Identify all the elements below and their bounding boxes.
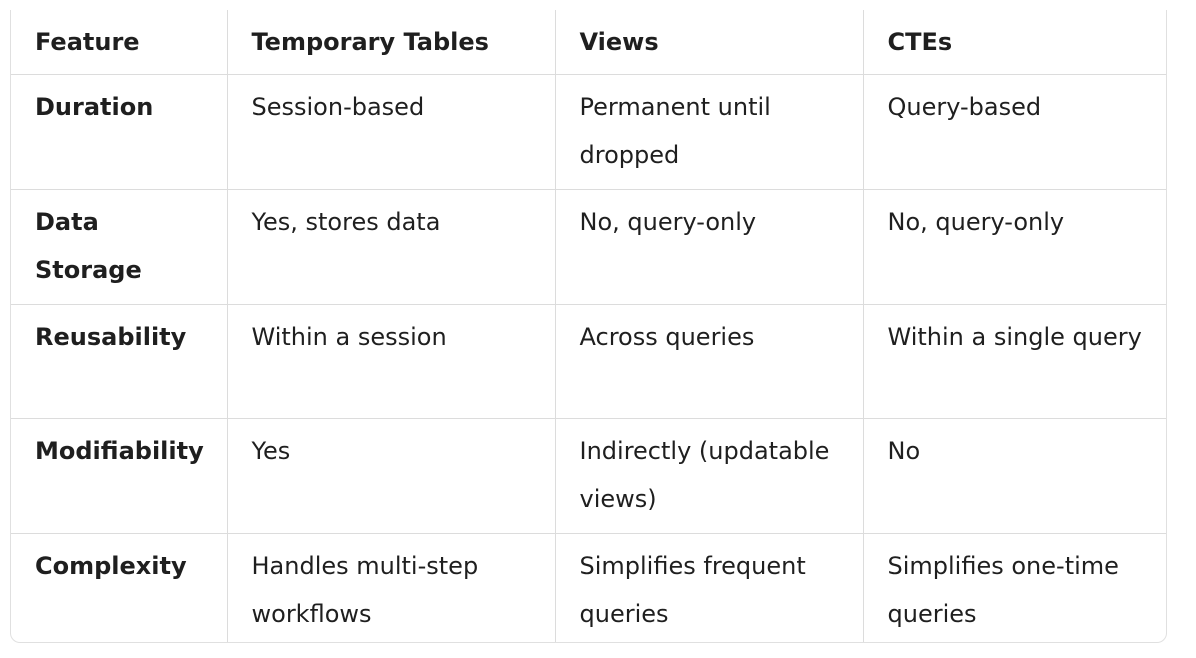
table-row: Data Storage Yes, stores data No, query-… bbox=[11, 189, 1166, 305]
table-row: Reusability Within a session Across quer… bbox=[11, 304, 1166, 419]
table-cell: Permanent until dropped bbox=[554, 74, 863, 190]
column-header: Feature bbox=[11, 10, 227, 75]
table-row: Duration Session-based Permanent until d… bbox=[11, 74, 1166, 190]
feature-cell: Reusability bbox=[11, 304, 227, 419]
table-cell: No bbox=[862, 418, 1166, 534]
table-cell: Session-based bbox=[226, 74, 555, 190]
table-cell: Yes, stores data bbox=[226, 189, 555, 305]
comparison-table: Feature Temporary Tables Views CTEs Dura… bbox=[11, 10, 1166, 642]
table-cell: Simplifies one-time queries bbox=[862, 533, 1166, 642]
table-row: Complexity Handles multi-step workflows … bbox=[11, 533, 1166, 642]
table-cell: Yes bbox=[226, 418, 555, 534]
feature-cell: Data Storage bbox=[11, 189, 227, 305]
table-cell: No, query-only bbox=[554, 189, 863, 305]
feature-cell: Complexity bbox=[35, 552, 187, 580]
column-header: CTEs bbox=[862, 10, 1166, 75]
comparison-table-container: Feature Temporary Tables Views CTEs Dura… bbox=[10, 10, 1167, 643]
table-cell: No, query-only bbox=[862, 189, 1166, 305]
table-cell: Handles multi-step workflows bbox=[226, 533, 555, 642]
table-row: Modifiability Yes Indirectly (updatable … bbox=[11, 418, 1166, 534]
column-header: Temporary Tables bbox=[226, 10, 555, 75]
column-header: Views bbox=[554, 10, 863, 75]
table-cell: Within a session bbox=[226, 304, 555, 419]
feature-cell: Modifiability bbox=[11, 418, 227, 534]
table-cell: Indirectly (updatable views) bbox=[554, 418, 863, 534]
feature-cell: Duration bbox=[11, 74, 227, 190]
table-cell: Simplifies frequent queries bbox=[554, 533, 863, 642]
table-cell: Query-based bbox=[862, 74, 1166, 190]
table-header-row: Feature Temporary Tables Views CTEs bbox=[11, 10, 1166, 75]
table-cell: Across queries bbox=[554, 304, 863, 419]
table-cell: Within a single query bbox=[862, 304, 1166, 419]
